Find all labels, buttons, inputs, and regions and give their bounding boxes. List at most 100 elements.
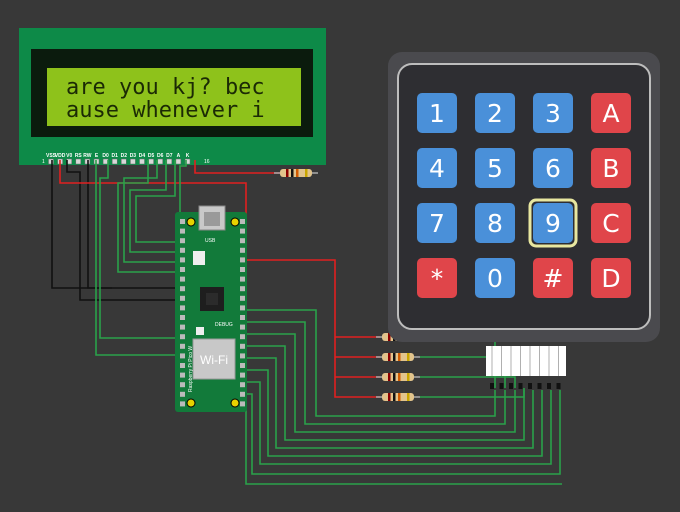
lcd-pin-d2[interactable] (121, 158, 127, 165)
lcd-pin-label-a: A (177, 153, 181, 159)
ribbon-pin-8[interactable] (556, 383, 561, 389)
ribbon-pin-5[interactable] (528, 383, 532, 389)
pico-pin-left-15[interactable] (180, 353, 185, 359)
black-wire-gnd-1 (51, 160, 190, 289)
pico-pin-right-19[interactable] (240, 391, 245, 397)
lcd-pin-d3[interactable] (130, 158, 136, 165)
key-cap (417, 148, 457, 188)
pico-pin-left-13[interactable] (180, 334, 185, 340)
pico-pin-left-16[interactable] (180, 363, 185, 368)
key-5[interactable]: 5 (475, 148, 515, 188)
key-star[interactable]: * (417, 258, 457, 298)
ribbon-pin-7[interactable] (547, 383, 551, 389)
green-wire-d4 (117, 160, 185, 273)
pico-pin-right-17[interactable] (240, 372, 245, 378)
key-3[interactable]: 3 (533, 93, 573, 133)
pico-pin-right-9[interactable] (240, 295, 245, 301)
lcd-pin-d7[interactable] (166, 158, 173, 165)
lcd-pin-d1[interactable] (111, 158, 118, 165)
resistor-band (407, 353, 410, 361)
key-7[interactable]: 7 (417, 203, 457, 243)
green-wire-rs (95, 160, 185, 356)
pico-pin-right-1[interactable] (240, 219, 245, 224)
pico-pin-right-16[interactable] (240, 363, 245, 368)
key-hash[interactable]: # (533, 258, 573, 298)
pico-pin-right-8[interactable] (240, 286, 245, 292)
lcd-pin-label-e: E (95, 153, 99, 159)
pico-pin-left-12[interactable] (180, 324, 185, 330)
mount-hole-bl (186, 398, 196, 408)
pico-pin-left-2[interactable] (180, 228, 185, 234)
key-4[interactable]: 4 (417, 148, 457, 188)
key-1[interactable]: 1 (417, 93, 457, 133)
lcd-pin-a[interactable] (175, 158, 182, 165)
pico-pin-left-8[interactable] (180, 286, 185, 292)
pico-pin-left-10[interactable] (180, 305, 185, 311)
pico-pin-left-3[interactable] (180, 238, 185, 244)
pico-pin-left-7[interactable] (180, 276, 185, 282)
pico-pin-right-14[interactable] (240, 343, 245, 349)
pico-pin-rows (180, 219, 245, 407)
lcd-pin-label-d2: D2 (121, 153, 128, 159)
pico-pin-right-3[interactable] (240, 238, 245, 244)
ribbon-pin-1[interactable] (490, 383, 494, 389)
pico-pin-right-13[interactable] (240, 334, 245, 340)
resistor-band (296, 169, 299, 177)
pico-pin-left-6[interactable] (180, 267, 185, 272)
key-b[interactable]: B (591, 148, 631, 188)
pico-pin-left-9[interactable] (180, 295, 185, 301)
pico-pin-right-10[interactable] (240, 305, 245, 311)
pico-pin-left-5[interactable] (180, 257, 185, 263)
key-6[interactable]: 6 (533, 148, 573, 188)
lcd-pin-k[interactable] (184, 158, 191, 165)
pico-pin-right-5[interactable] (240, 257, 245, 263)
ribbon-pin-4[interactable] (518, 383, 523, 389)
pico-pin-left-11[interactable] (180, 315, 185, 320)
ribbon-pin-3[interactable] (509, 383, 513, 389)
key-2[interactable]: 2 (475, 93, 515, 133)
pico-board[interactable]: USB Wi-Fi DEBUG Raspberry Pi Pico W (175, 205, 247, 412)
lcd-pin-d6[interactable] (157, 158, 163, 165)
lcd-pin-d4[interactable] (139, 158, 145, 165)
ribbon-pin-6[interactable] (537, 383, 542, 389)
pico-pin-right-20[interactable] (240, 401, 245, 407)
pico-pin-left-4[interactable] (180, 247, 185, 253)
pico-pin-right-2[interactable] (240, 228, 245, 234)
pico-pin-right-18[interactable] (240, 382, 245, 388)
key-cap (417, 93, 457, 133)
pico-pin-right-4[interactable] (240, 247, 245, 253)
red-wire-backlight (194, 160, 280, 174)
pico-pin-right-7[interactable] (240, 276, 245, 282)
lcd-pin-rs[interactable] (75, 158, 82, 165)
key-9[interactable]: 9 (528, 198, 578, 248)
lcd-pin-d5[interactable] (148, 158, 154, 165)
key-d[interactable]: D (591, 258, 631, 298)
pico-pin-right-11[interactable] (240, 315, 245, 320)
pico-pin-right-15[interactable] (240, 353, 245, 359)
resistor-band (398, 373, 401, 381)
resistor-band (407, 373, 410, 381)
key-0[interactable]: 0 (475, 258, 515, 298)
resistor-band (388, 393, 391, 401)
pico-pin-right-12[interactable] (240, 324, 245, 330)
pico-pin-left-14[interactable] (180, 343, 185, 349)
key-c[interactable]: C (591, 203, 631, 243)
resistor-band (388, 353, 391, 361)
bootsel-button[interactable] (193, 251, 205, 265)
debug-label: DEBUG (215, 322, 233, 328)
resistor-band (398, 393, 401, 401)
key-label: 4 (429, 154, 445, 183)
pico-pin-right-6[interactable] (240, 267, 245, 272)
pico-pin-left-1[interactable] (180, 219, 185, 224)
key-a[interactable]: A (591, 93, 631, 133)
ribbon-pin-2[interactable] (499, 383, 504, 389)
pico-pin-left-20[interactable] (180, 401, 185, 407)
pico-pin-left-19[interactable] (180, 391, 185, 397)
lcd-pin-vss[interactable] (48, 158, 54, 165)
key-8[interactable]: 8 (475, 203, 515, 243)
pico-pin-left-18[interactable] (180, 382, 185, 388)
pico-pin-left-17[interactable] (180, 372, 185, 378)
